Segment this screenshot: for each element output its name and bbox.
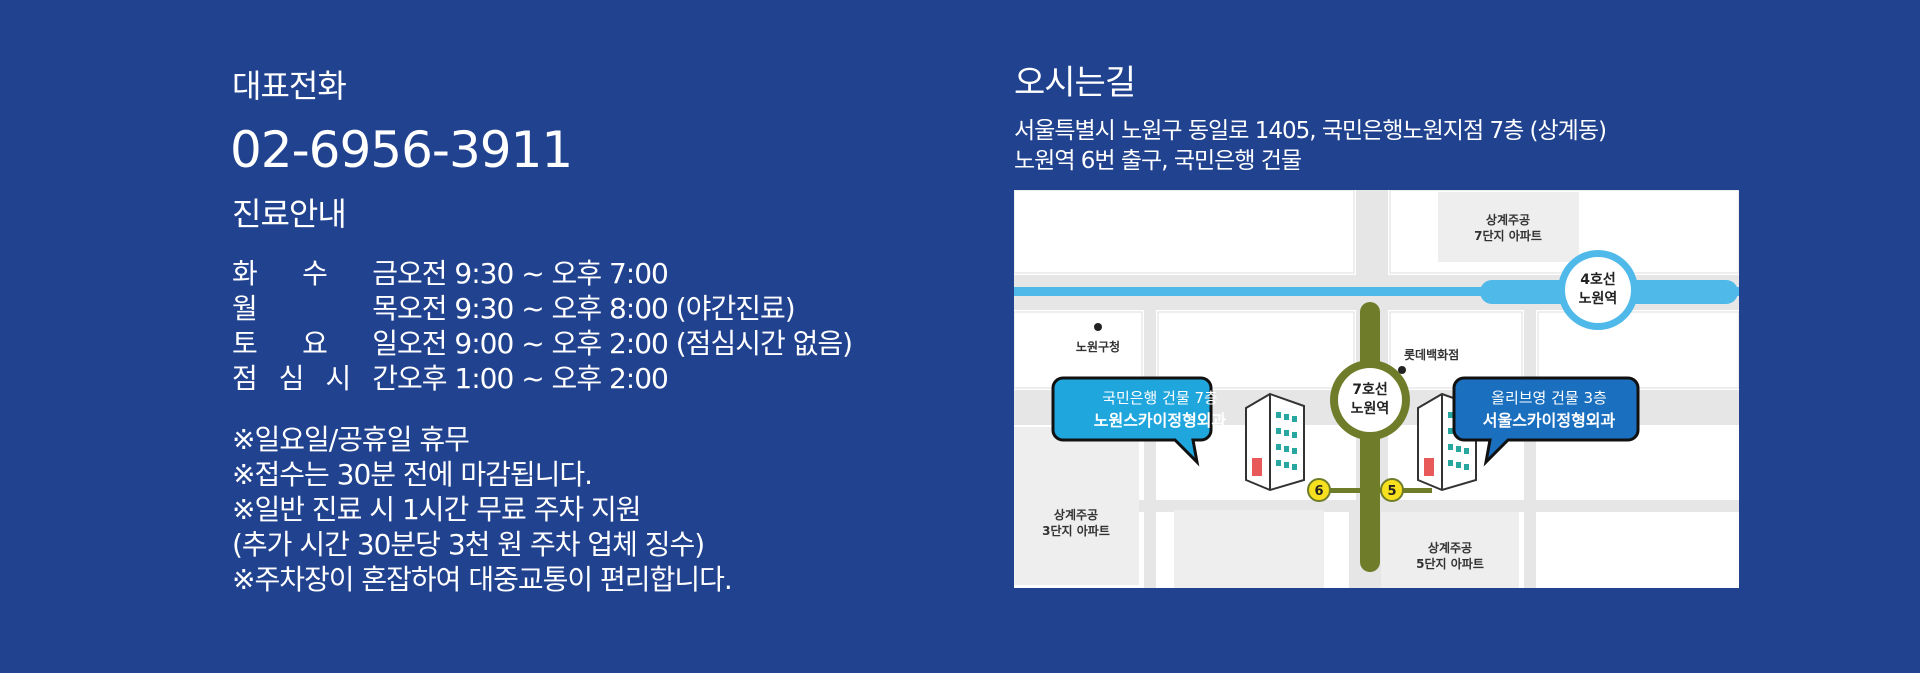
apt5-label: 상계주공 <box>1428 540 1472 555</box>
right-clinic-callout[interactable]: 올리브영 건물 3층 서울스카이정형외과 <box>1452 376 1640 467</box>
exit-5-marker <box>1380 478 1404 502</box>
hours-time: 오전 9:30 ~ 오후 7:00 <box>397 257 669 290</box>
apt-block-3 <box>1014 427 1139 585</box>
apt3-sublabel: 3단지 아파트 <box>1042 523 1110 538</box>
apt-block-left <box>1174 510 1324 588</box>
notes-list: ※일요일/공휴일 휴무 ※접수는 30분 전에 마감됩니다. ※일반 진료 시 … <box>232 422 932 597</box>
exit-5-label: 5 <box>1387 484 1396 499</box>
apt-block-7 <box>1438 192 1579 262</box>
hours-time: 오전 9:30 ~ 오후 8:00 (야간진료) <box>397 292 796 325</box>
hours-time: 오전 9:00 ~ 오후 2:00 (점심시간 없음) <box>397 327 853 360</box>
right-callout-floor: 올리브영 건물 3층 <box>1491 389 1607 407</box>
exit-6-marker <box>1307 478 1331 502</box>
directions-section: 오시는길 서울특별시 노원구 동일로 1405, 국민은행노원지점 7층 (상계… <box>1014 62 1754 176</box>
line7-station <box>1338 368 1402 432</box>
line4-station-label: 노원역 <box>1579 290 1618 307</box>
line7-label: 7호선 <box>1352 382 1388 398</box>
building-left-icon <box>1245 392 1305 492</box>
note-item: ※일반 진료 시 1시간 무료 주차 지원 <box>232 493 642 526</box>
hours-time: 오후 1:00 ~ 오후 2:00 <box>397 362 669 395</box>
exit-6-label: 6 <box>1314 484 1323 499</box>
left-clinic-callout[interactable]: 국민은행 건물 7층 노원스카이정형외과 <box>1051 376 1227 467</box>
line4-station <box>1565 257 1631 323</box>
apt5-sublabel: 5단지 아파트 <box>1416 556 1484 571</box>
left-callout-floor: 국민은행 건물 7층 <box>1102 389 1218 407</box>
apt-block-5 <box>1381 512 1519 588</box>
lotte-dot <box>1398 366 1406 374</box>
lotte-label: 롯데백화점 <box>1404 347 1459 362</box>
line7-station-label: 노원역 <box>1351 400 1390 417</box>
directions-title: 오시는길 <box>1014 63 1136 103</box>
office-label: 노원구청 <box>1076 339 1120 354</box>
left-callout-clinic: 노원스카이정형외과 <box>1094 411 1227 430</box>
note-item: ※일요일/공휴일 휴무 <box>232 423 470 456</box>
phone-label: 대표전화 <box>232 67 347 105</box>
note-item: ※접수는 30분 전에 마감됩니다. <box>232 458 593 491</box>
phone-number[interactable]: 02-6956-3911 <box>230 121 573 179</box>
location-map: 4호선 노원역 6 5 7호선 노원역 상계주공 7단지 아파트 노원구청 롯데… <box>1014 190 1739 588</box>
address-subline: 노원역 6번 출구, 국민은행 건물 <box>1014 148 1302 174</box>
apt7-sublabel: 7단지 아파트 <box>1474 228 1542 243</box>
office-dot <box>1094 323 1102 331</box>
hours-label: 진료안내 <box>232 195 347 233</box>
address-line: 서울특별시 노원구 동일로 1405, 국민은행노원지점 7층 (상계동) <box>1014 118 1607 144</box>
apt3-label: 상계주공 <box>1054 507 1098 522</box>
right-callout-clinic: 서울스카이정형외과 <box>1483 411 1616 430</box>
apt7-label: 상계주공 <box>1486 212 1530 227</box>
line4-label: 4호선 <box>1580 272 1616 288</box>
note-item: (추가 시간 30분당 3천 원 주차 업체 징수) <box>232 528 705 561</box>
note-item: ※주차장이 혼잡하여 대중교통이 편리합니다. <box>232 563 733 596</box>
line4-track <box>1014 287 1739 296</box>
